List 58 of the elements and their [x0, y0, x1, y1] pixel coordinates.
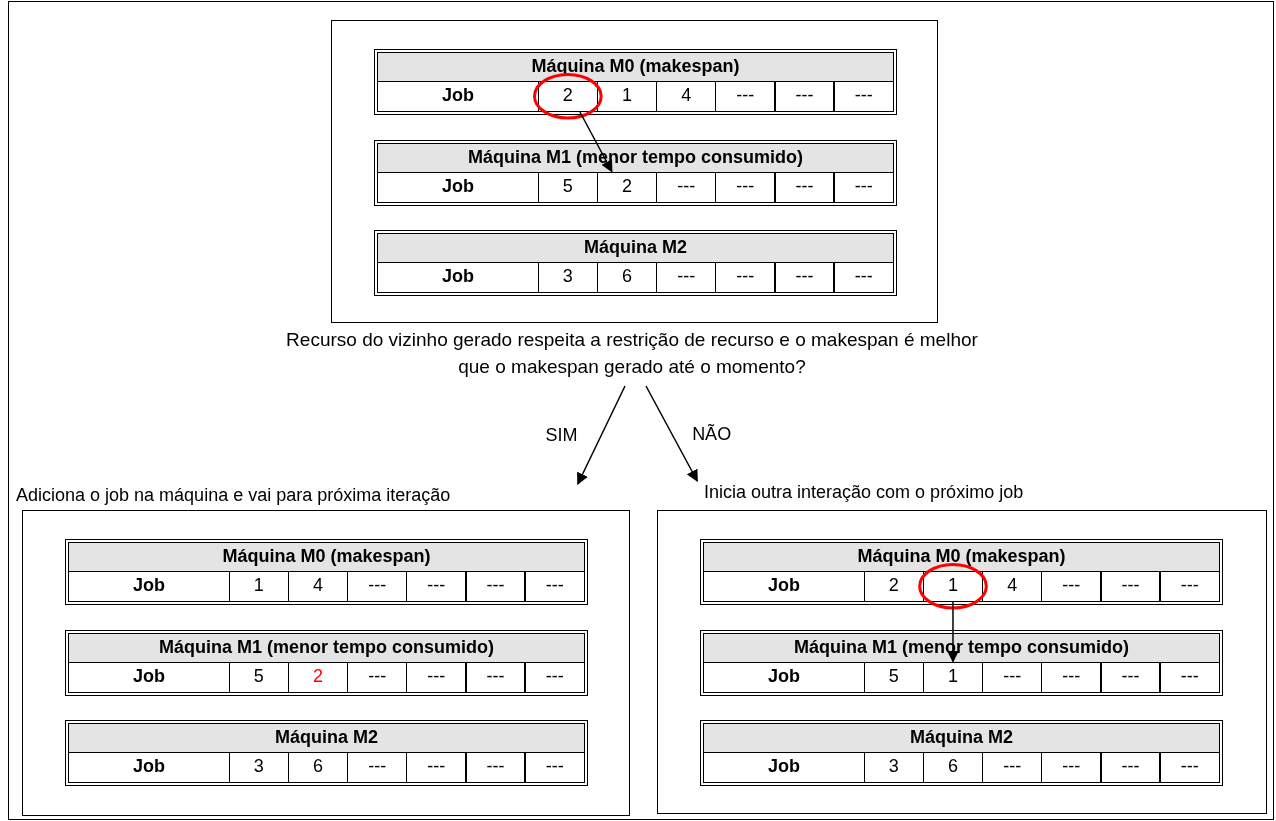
table-header: Máquina M1 (menor tempo consumido) — [68, 633, 585, 663]
machine-table — [374, 230, 897, 296]
table-cell: --- — [1159, 570, 1220, 602]
row-label: Job — [703, 570, 865, 602]
machine-table — [374, 49, 897, 115]
row-label: Job — [68, 751, 230, 783]
step-heading: Inicia outra interação com o próximo job — [704, 481, 1024, 503]
table-cell: --- — [524, 751, 585, 783]
table-header: Máquina M2 — [377, 233, 894, 263]
table-cell: --- — [774, 80, 835, 112]
table-cell: --- — [1100, 661, 1161, 693]
table-cell: --- — [1041, 570, 1102, 602]
table-cell: --- — [465, 570, 526, 602]
arrow — [645, 385, 698, 483]
table-cell: --- — [715, 80, 776, 112]
panel-box — [331, 20, 938, 323]
machine-table — [700, 539, 1223, 605]
table-cell: --- — [1159, 661, 1220, 693]
table-cell: --- — [406, 751, 467, 783]
row-label: Job — [703, 751, 865, 783]
row-label: Job — [377, 80, 539, 112]
table-cell: --- — [833, 261, 894, 293]
table-cell: --- — [1100, 751, 1161, 783]
table-cell: --- — [524, 661, 585, 693]
machine-table — [65, 720, 588, 786]
decision-question: Recurso do vizinho gerado respeita a restrição de recurso e o makespan é melhor que o makespan gerado até o momento? — [282, 326, 982, 386]
row-label: Job — [377, 171, 539, 203]
table-header: Máquina M0 (makespan) — [68, 542, 585, 572]
machine-table — [65, 630, 588, 696]
table-cell: --- — [406, 661, 467, 693]
table-header: Máquina M2 — [703, 723, 1220, 753]
row-label: Job — [68, 661, 230, 693]
table-header: Máquina M0 (makespan) — [703, 542, 1220, 572]
table-cell: --- — [774, 171, 835, 203]
table-header: Máquina M0 (makespan) — [377, 52, 894, 82]
table-cell: --- — [1159, 751, 1220, 783]
table-cell: --- — [833, 171, 894, 203]
machine-table — [700, 720, 1223, 786]
table-cell: --- — [1041, 751, 1102, 783]
row-label: Job — [703, 661, 865, 693]
step-heading: Adiciona o job na máquina e vai para próxima iteração — [16, 484, 451, 506]
machine-table — [374, 140, 897, 206]
table-cell: --- — [715, 261, 776, 293]
table-cell: --- — [406, 570, 467, 602]
machine-table — [700, 630, 1223, 696]
machine-table — [65, 539, 588, 605]
table-cell: --- — [1100, 570, 1161, 602]
row-label: Job — [68, 570, 230, 602]
table-cell: --- — [715, 171, 776, 203]
table-cell: --- — [524, 570, 585, 602]
table-cell: --- — [465, 661, 526, 693]
table-header: Máquina M2 — [68, 723, 585, 753]
table-cell: --- — [1041, 661, 1102, 693]
table-cell: --- — [465, 751, 526, 783]
row-label: Job — [377, 261, 539, 293]
table-cell: --- — [833, 80, 894, 112]
arrow — [577, 385, 626, 486]
table-cell: --- — [774, 261, 835, 293]
